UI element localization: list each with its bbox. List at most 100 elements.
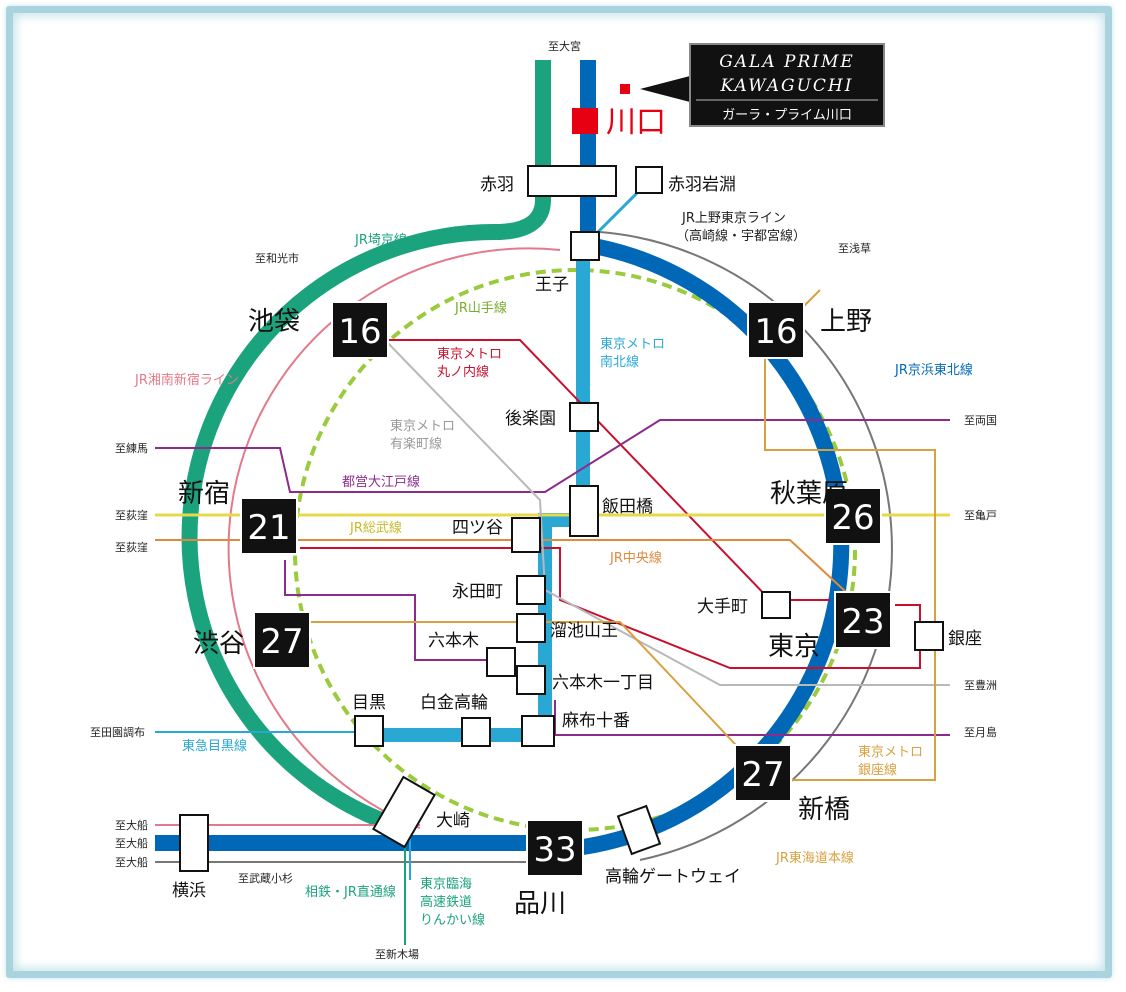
station-box-yotsuya xyxy=(511,517,541,553)
station-box-oji xyxy=(570,231,600,261)
keihin-tohoku-line xyxy=(554,60,850,858)
hub-2-station-label: 新宿 xyxy=(178,479,230,509)
label-akabane-iwabuchi: 赤羽岩淵 xyxy=(668,175,736,195)
line-keihin: JR京浜東北線 xyxy=(894,362,973,378)
hub-7-box xyxy=(526,819,584,877)
saikyo-line xyxy=(181,60,551,838)
marunouchi-line xyxy=(300,339,921,669)
line-tokaido: JR東海道本線 xyxy=(775,850,854,866)
property-name-en-1: GALA PRIME xyxy=(719,52,855,72)
kawaguchi-marker xyxy=(572,108,598,134)
label-oji: 王子 xyxy=(535,275,569,295)
station-box-yokohama xyxy=(179,814,209,872)
line-namboku-2: 南北線 xyxy=(600,354,639,370)
dest-asakusa: 至浅草 xyxy=(838,242,871,255)
line-yurakucho-2: 有楽町線 xyxy=(390,436,442,452)
dest-ofuna-2: 至大船 xyxy=(115,836,148,850)
property-marker xyxy=(620,84,630,94)
line-marunouchi-2: 丸ノ内線 xyxy=(437,364,489,380)
label-azabu-juban: 麻布十番 xyxy=(562,711,630,731)
hub-2-box xyxy=(240,497,298,555)
label-ginza: 銀座 xyxy=(948,629,982,649)
hub-4-box xyxy=(834,591,892,649)
property-name-en-2: KAWAGUCHI xyxy=(720,76,854,96)
hub-5-station-label: 渋谷 xyxy=(193,629,245,659)
kawaguchi-label: 川口 xyxy=(606,105,666,140)
shonan-shinjuku-line xyxy=(227,247,561,829)
dest-ogikubo-1: 至荻窪 xyxy=(115,508,148,522)
dest-musashi-kosugi: 至武蔵小杉 xyxy=(238,871,293,885)
line-tokyu-meguro: 東急目黒線 xyxy=(182,738,247,754)
line-ginza-2: 銀座線 xyxy=(858,762,897,778)
hub-6-station-label: 新橋 xyxy=(798,795,850,825)
label-takanawa-gw: 高輪ゲートウェイ xyxy=(605,867,741,887)
station-box-nagatacho xyxy=(516,575,546,605)
label-otemachi: 大手町 xyxy=(697,597,748,617)
station-box-azabu-juban xyxy=(521,715,555,747)
station-box-roppongi-itchome xyxy=(516,665,546,695)
station-box-tameike xyxy=(516,613,546,643)
property-name-ja: ガーラ・プライム川口 xyxy=(722,108,852,123)
station-box-roppongi xyxy=(486,647,516,677)
station-box-akabane xyxy=(527,165,617,197)
label-meguro: 目黒 xyxy=(352,693,386,713)
label-korakuen: 後楽園 xyxy=(505,409,556,429)
line-yurakucho-1: 東京メトロ xyxy=(390,418,455,434)
station-box-iidabashi xyxy=(569,485,599,537)
line-shonan: JR湘南新宿ライン xyxy=(134,372,239,388)
dest-ofuna-1: 至大船 xyxy=(115,818,148,832)
hub-5-box xyxy=(253,611,311,669)
property-pointer xyxy=(640,76,690,102)
station-box-ginza xyxy=(914,621,944,651)
station-box-shirokane xyxy=(461,717,491,747)
property-badge xyxy=(689,43,885,127)
line-saikyo: JR埼京線 xyxy=(354,232,407,248)
line-yamanote: JR山手線 xyxy=(454,300,507,316)
line-namboku-1: 東京メトロ xyxy=(600,336,665,352)
dest-toyosu: 至豊洲 xyxy=(964,679,997,692)
line-rinkai-1: 東京臨海 xyxy=(420,876,472,892)
line-marunouchi-1: 東京メトロ xyxy=(437,346,502,362)
line-sobu: JR総武線 xyxy=(349,520,402,536)
line-sotetsu: 相鉄・JR直通線 xyxy=(305,884,396,900)
label-yokohama: 横浜 xyxy=(172,881,206,901)
label-nagatacho: 永田町 xyxy=(452,582,503,602)
hub-2-minutes: 21 xyxy=(247,508,290,548)
label-roppongi-itchome: 六本木一丁目 xyxy=(552,673,654,693)
hub-6-box xyxy=(734,744,792,802)
station-box-akabane-iwabuchi xyxy=(635,166,663,194)
hub-6-minutes: 27 xyxy=(741,755,784,795)
label-iidabashi: 飯田橋 xyxy=(602,497,653,517)
label-akabane: 赤羽 xyxy=(480,175,514,195)
station-box-otemachi xyxy=(761,591,791,619)
dest-den-en-chofu: 至田園調布 xyxy=(90,725,145,739)
hub-1-minutes: 16 xyxy=(754,312,797,352)
dest-ryogoku: 至両国 xyxy=(964,414,997,427)
dest-kameido: 至亀戸 xyxy=(964,508,997,522)
label-osaki: 大崎 xyxy=(436,811,470,831)
hub-3-minutes: 26 xyxy=(831,498,874,538)
dest-ogikubo-2: 至荻窪 xyxy=(115,540,148,554)
line-rinkai-2: 高速鉄道 xyxy=(420,894,472,910)
station-box-meguro xyxy=(354,715,384,747)
chuo-line xyxy=(155,539,861,606)
hub-4-station-label: 東京 xyxy=(768,632,820,662)
dest-tsukishima: 至月島 xyxy=(964,725,997,739)
hub-7-station-label: 品川 xyxy=(514,889,566,919)
line-ueno-tokyo-1: JR上野東京ライン xyxy=(681,210,786,226)
dest-wakoshi: 至和光市 xyxy=(255,251,299,265)
hub-3-box xyxy=(824,487,882,545)
hub-5-minutes: 27 xyxy=(260,622,303,662)
line-chuo: JR中央線 xyxy=(609,550,662,566)
station-box-takanawa-gw xyxy=(616,804,662,856)
label-roppongi: 六本木 xyxy=(428,631,479,651)
hub-3-station-label: 秋葉原 xyxy=(770,479,848,509)
label-shirokane: 白金高輪 xyxy=(420,693,488,713)
station-box-osaki xyxy=(372,775,436,849)
dest-shin-kiba: 至新木場 xyxy=(375,947,419,961)
hub-1-box xyxy=(747,301,805,359)
line-rinkai-3: りんかい線 xyxy=(420,912,485,928)
line-oedo: 都営大江戸線 xyxy=(342,474,420,490)
label-yotsuya: 四ツ谷 xyxy=(452,518,503,538)
